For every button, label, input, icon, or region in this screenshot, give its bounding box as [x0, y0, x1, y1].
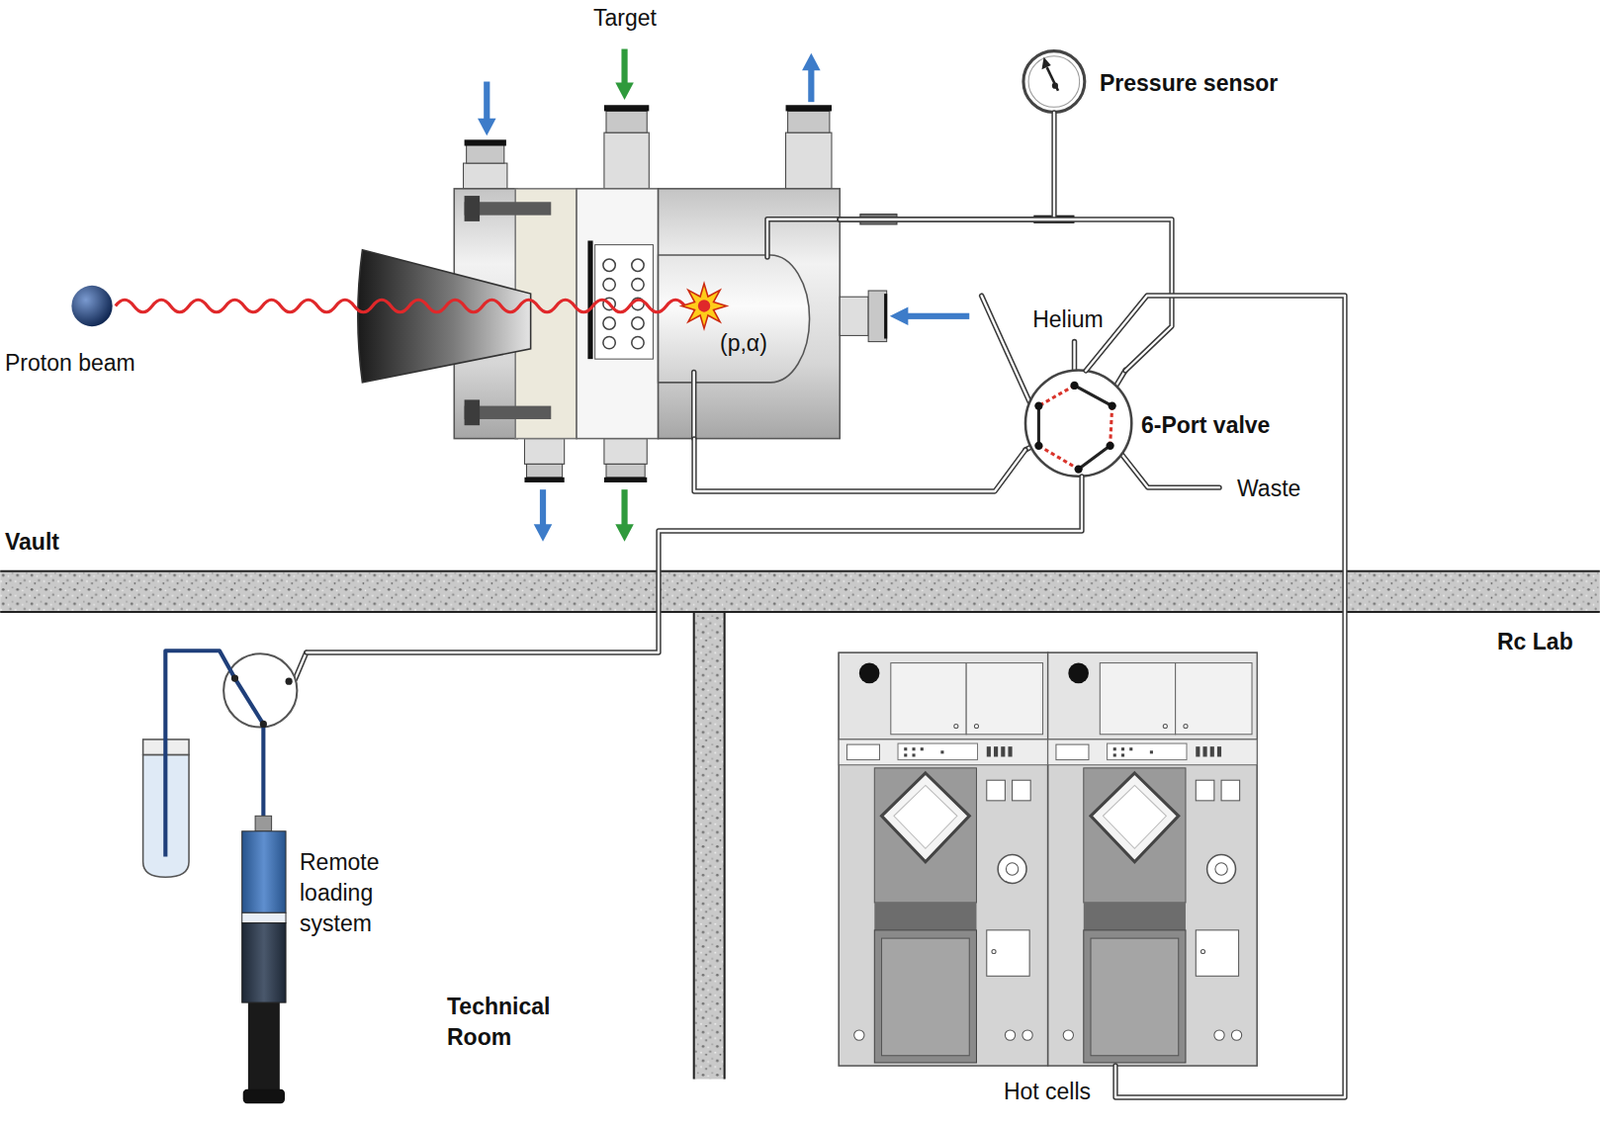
- tube-connector: [306, 476, 1082, 653]
- tube-bore: [839, 219, 1172, 371]
- room-label: Rc Lab: [1497, 626, 1574, 658]
- hot-cells: Hot cells: [838, 652, 1257, 1067]
- part-heading: Target: [593, 2, 657, 34]
- part-heading: Pressure sensor: [1099, 68, 1278, 99]
- part-heading: 6-Port valve: [1141, 410, 1270, 442]
- six-port-valve: 6-Port valve: [1025, 370, 1133, 477]
- tube-connector: [694, 439, 1026, 492]
- part-heading: Hot cells: [1003, 1076, 1091, 1108]
- gas-label: Helium: [1032, 304, 1104, 336]
- target-assembly: Target(p,α): [361, 188, 840, 440]
- tube-bore: [1085, 295, 1345, 1098]
- remote-loading-syringe: Remote loading system: [137, 637, 307, 1108]
- port-label: Waste: [1237, 473, 1301, 505]
- tube-outline: [839, 112, 1055, 220]
- part-heading: Remote loading system: [299, 847, 380, 940]
- reaction-label: (p,α): [719, 328, 768, 359]
- room-label: Technical Room: [446, 991, 596, 1054]
- tube-outline: [306, 476, 1082, 653]
- tube-bore: [839, 112, 1055, 220]
- room-label: Vault: [4, 527, 60, 558]
- tube-bore: [306, 476, 1082, 653]
- tube-bore: [694, 439, 1026, 492]
- tube-connector: [839, 219, 1172, 371]
- tube-outline: [694, 439, 1026, 492]
- beam-label: Proton beam: [4, 348, 136, 379]
- tube-outline: [839, 219, 1172, 371]
- tube-connector: [1085, 295, 1345, 1098]
- tube-connector: [839, 112, 1055, 220]
- tube-outline: [1085, 295, 1345, 1098]
- pressure-gauge: Pressure sensor: [1023, 51, 1085, 113]
